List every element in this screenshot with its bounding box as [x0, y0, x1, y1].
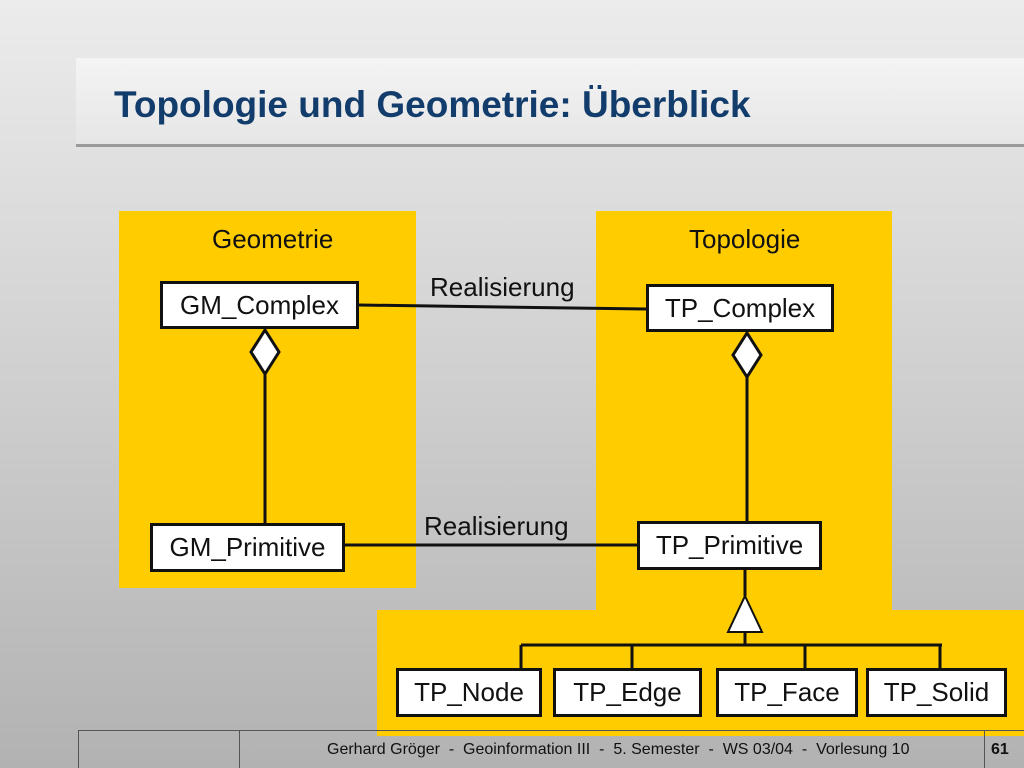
title-band: Topologie und Geometrie: Überblick [76, 58, 1024, 147]
class-tp-solid: TP_Solid [866, 668, 1007, 717]
topology-panel-label: Topologie [689, 224, 801, 254]
class-gm-complex: GM_Complex [160, 281, 359, 329]
aggregation-diamond-icon [249, 327, 281, 377]
geometry-panel-label: Geometrie [212, 224, 334, 254]
page-number: 61 [991, 741, 1009, 758]
class-tp-face: TP_Face [716, 668, 858, 717]
class-tp-complex: TP_Complex [646, 284, 834, 332]
realization-label-primitive: Realisierung [424, 511, 569, 541]
slide-title: Topologie und Geometrie: Überblick [114, 84, 751, 125]
class-tp-edge: TP_Edge [553, 668, 702, 717]
class-tp-primitive: TP_Primitive [637, 521, 822, 570]
class-gm-primitive: GM_Primitive [150, 523, 345, 572]
generalization-triangle-icon [726, 593, 764, 633]
footer-divider [239, 731, 240, 768]
aggregation-diamond-icon [731, 330, 763, 380]
class-tp-node: TP_Node [396, 668, 542, 717]
realization-label-complex: Realisierung [430, 272, 575, 302]
slide-footer: Gerhard Gröger - Geoinformation III - 5.… [78, 730, 1024, 768]
footer-text: Gerhard Gröger - Geoinformation III - 5.… [327, 741, 910, 758]
footer-divider [984, 731, 985, 768]
realization-line-complex [358, 303, 647, 311]
